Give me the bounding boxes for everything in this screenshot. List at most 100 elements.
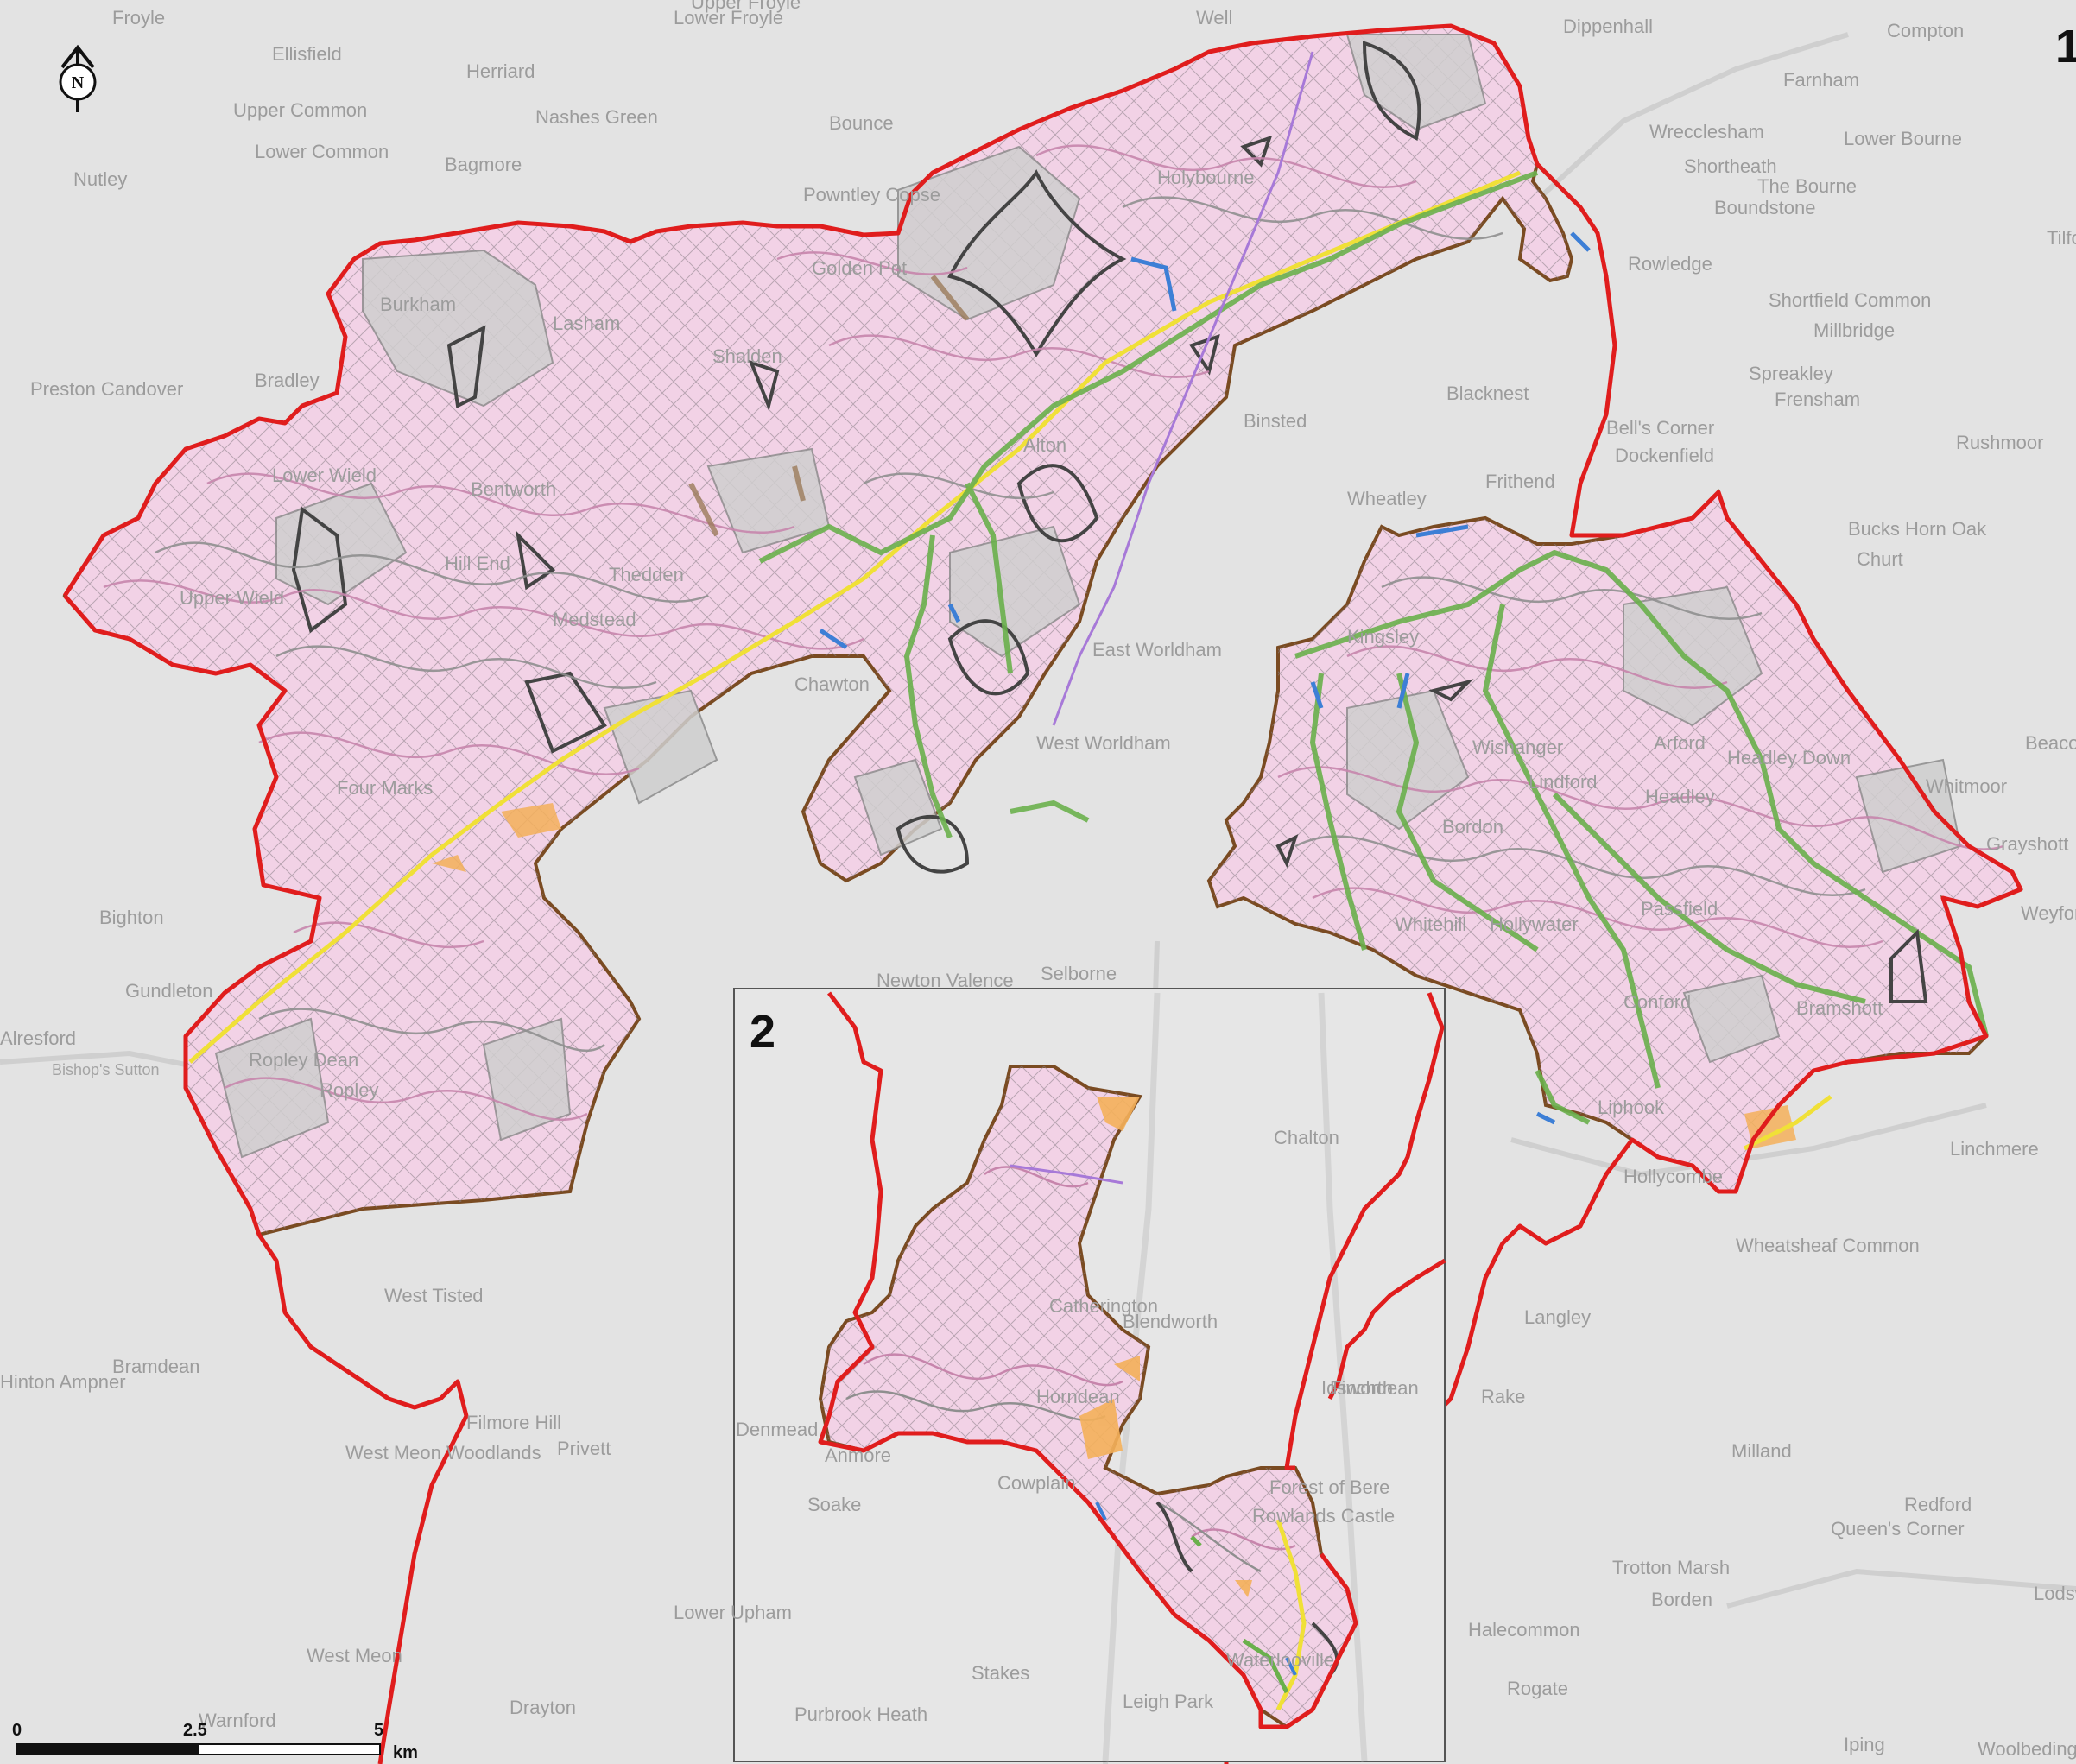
place-label: Linchmere bbox=[1950, 1138, 2039, 1160]
place-label: Dippenhall bbox=[1563, 16, 1653, 37]
place-label: Lasham bbox=[553, 313, 620, 334]
place-label: West Meon Woodlands bbox=[345, 1442, 541, 1464]
north-label: N bbox=[72, 73, 85, 92]
place-label: Bucks Horn Oak bbox=[1848, 518, 1987, 540]
place-label: Powntley Copse bbox=[803, 184, 940, 205]
place-label: Lower Common bbox=[255, 141, 389, 162]
place-label: Alton bbox=[1023, 434, 1066, 456]
place-label: West Meon bbox=[307, 1645, 402, 1666]
place-label: Trotton Marsh bbox=[1612, 1557, 1730, 1578]
place-label: Bramshott bbox=[1796, 997, 1883, 1019]
place-label: Purbrook Heath bbox=[794, 1704, 927, 1725]
place-label: Conford bbox=[1623, 991, 1691, 1013]
place-label: Passfield bbox=[1641, 898, 1718, 920]
place-label: Rowledge bbox=[1628, 253, 1712, 275]
place-label: Langley bbox=[1524, 1306, 1591, 1328]
place-label: Bordon bbox=[1442, 816, 1503, 838]
place-label: Hollycombe bbox=[1623, 1166, 1723, 1187]
place-label: Bighton bbox=[99, 907, 164, 928]
place-label: Beacon Hill bbox=[2025, 732, 2076, 754]
place-label: Dockenfield bbox=[1615, 445, 1714, 466]
place-label: Filmore Hill bbox=[466, 1412, 561, 1433]
place-label: Cowplain bbox=[997, 1472, 1076, 1494]
place-label: Herriard bbox=[466, 60, 535, 82]
place-label: Millbridge bbox=[1813, 319, 1895, 341]
place-label: Frensham bbox=[1775, 389, 1860, 410]
place-label: Preston Candover bbox=[30, 378, 183, 400]
place-label: Leigh Park bbox=[1123, 1691, 1214, 1712]
place-label: Finchdean bbox=[1330, 1377, 1419, 1399]
place-label: Ropley bbox=[320, 1079, 378, 1101]
place-label: Selborne bbox=[1041, 963, 1117, 984]
place-label: Bentworth bbox=[471, 478, 556, 500]
place-label: Shortheath bbox=[1684, 155, 1777, 177]
place-label: Thedden bbox=[609, 564, 684, 585]
place-label: Lower Wield bbox=[272, 465, 377, 486]
place-label: Frithend bbox=[1485, 471, 1555, 492]
place-label: Four Marks bbox=[337, 777, 433, 799]
place-label: Wheatsheaf Common bbox=[1736, 1235, 1920, 1256]
place-label: Ropley Dean bbox=[249, 1049, 358, 1071]
place-label: West Tisted bbox=[384, 1285, 484, 1306]
inset-panel bbox=[733, 988, 1446, 1762]
place-label: East Worldham bbox=[1092, 639, 1222, 661]
place-label: Compton bbox=[1887, 20, 1964, 41]
place-label: Upper Common bbox=[233, 99, 367, 121]
place-label: Gundleton bbox=[125, 980, 213, 1002]
place-label: Anmore bbox=[825, 1445, 891, 1466]
place-label: Arford bbox=[1654, 732, 1706, 754]
place-label: Well bbox=[1196, 7, 1232, 28]
place-label: Queen's Corner bbox=[1831, 1518, 1965, 1540]
place-label: Headley Down bbox=[1727, 747, 1851, 768]
district-boundary bbox=[62, 23, 2023, 1764]
place-label: Whitehill bbox=[1395, 914, 1466, 935]
place-label: Boundstone bbox=[1714, 197, 1815, 218]
place-label: Froyle bbox=[112, 7, 165, 28]
place-label: Milland bbox=[1731, 1440, 1792, 1462]
place-label: Shortfield Common bbox=[1769, 289, 1931, 311]
place-label: Wishanger bbox=[1472, 737, 1563, 758]
place-label: Denmead bbox=[736, 1419, 818, 1440]
scale-unit: km bbox=[393, 1743, 418, 1762]
place-label: Chalton bbox=[1274, 1127, 1339, 1148]
place-label: Bramdean bbox=[112, 1356, 200, 1377]
place-label: Wrecclesham bbox=[1649, 121, 1764, 142]
scale-tick-0: 0 bbox=[12, 1721, 22, 1740]
place-label: Iping bbox=[1844, 1734, 1885, 1755]
place-label: Rake bbox=[1481, 1386, 1525, 1407]
place-label: Idsworth bbox=[1321, 1377, 1393, 1399]
panel-label-inset: 2 bbox=[750, 1006, 775, 1058]
place-label: Stakes bbox=[972, 1662, 1029, 1684]
place-label: Bell's Corner bbox=[1606, 417, 1714, 439]
place-label: Rushmoor bbox=[1956, 432, 2043, 453]
place-label: Liphook bbox=[1598, 1097, 1665, 1118]
place-label: Medstead bbox=[553, 609, 636, 630]
place-label: Newton Valence bbox=[877, 970, 1014, 991]
place-label: Lower Bourne bbox=[1844, 128, 1962, 149]
place-label: Blendworth bbox=[1123, 1311, 1218, 1332]
place-label: Headley bbox=[1645, 786, 1715, 807]
north-arrow-icon: N bbox=[59, 44, 97, 112]
place-label: Nutley bbox=[73, 168, 127, 190]
place-label: Borden bbox=[1651, 1589, 1712, 1610]
place-label: Drayton bbox=[510, 1697, 576, 1718]
place-label: Kingsley bbox=[1347, 626, 1419, 648]
place-label: Soake bbox=[807, 1494, 861, 1515]
place-label: The Bourne bbox=[1757, 175, 1857, 197]
place-label: Farnham bbox=[1783, 69, 1859, 91]
place-label: Lower Upham bbox=[674, 1602, 792, 1623]
place-label: Forest of Bere bbox=[1269, 1476, 1389, 1498]
place-label: Rowlands Castle bbox=[1252, 1505, 1395, 1527]
place-label: Holybourne bbox=[1157, 167, 1255, 188]
place-label: Spreakley bbox=[1749, 363, 1833, 384]
place-label: Bishop's Sutton bbox=[52, 1061, 160, 1078]
place-label: Woolbeding bbox=[1978, 1738, 2076, 1760]
place-label: Alresford bbox=[0, 1027, 76, 1049]
place-label: Upper Froyle bbox=[691, 0, 801, 13]
place-label: Upper Wield bbox=[180, 587, 284, 609]
place-label: Whitmoor bbox=[1926, 775, 2007, 797]
place-label: Lower Froyle bbox=[674, 7, 783, 28]
road-a31 bbox=[188, 170, 1521, 1064]
place-label: Rogate bbox=[1507, 1678, 1568, 1699]
